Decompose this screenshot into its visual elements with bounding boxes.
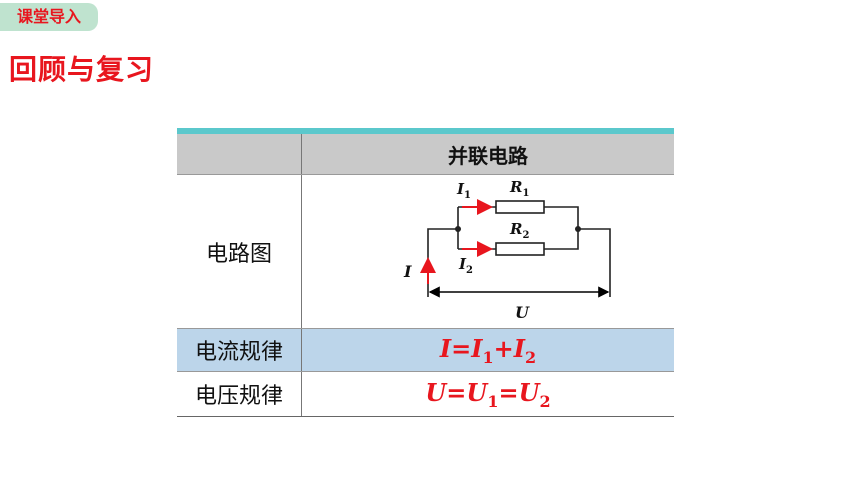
label-total-i: I [403, 262, 412, 281]
label-i1: I1 [456, 180, 471, 201]
section-tag: 课堂导入 [0, 3, 98, 31]
label-r2: R2 [509, 220, 529, 241]
current-law-cell: I=I1+I2 [302, 329, 674, 371]
wire-left-lead [427, 227, 458, 297]
header-empty-cell [177, 134, 302, 174]
resistor-r1 [495, 199, 545, 214]
table-row: 电压规律 U=U1=U2 [177, 371, 674, 417]
right-node [575, 225, 581, 232]
row-label: 电流规律 [177, 329, 302, 371]
row-label: 电压规律 [177, 372, 302, 416]
label-r1: R1 [509, 178, 529, 199]
circuit-diagram-cell: I1 R1 R2 I2 I U [302, 175, 674, 328]
resistor-r2 [495, 241, 545, 256]
wire-right-junction [544, 205, 579, 250]
current-law-formula: I=I1+I2 [439, 333, 537, 367]
table-header-row: 并联电路 [177, 134, 674, 174]
row-label: 电路图 [177, 175, 302, 328]
label-i2: I2 [458, 255, 473, 276]
table-row: 电路图 [177, 174, 674, 328]
voltage-law-cell: U=U1=U2 [302, 372, 674, 416]
column-header: 并联电路 [448, 143, 528, 168]
parallel-circuit-diagram: I1 R1 R2 I2 I U [403, 178, 611, 322]
table-row: 电流规律 I=I1+I2 [177, 328, 674, 371]
left-node [455, 225, 461, 232]
wire-right-lead [578, 227, 611, 297]
page-title: 回顾与复习 [9, 53, 155, 86]
comparison-table: 并联电路 电路图 [177, 128, 674, 417]
table-top-bar [177, 128, 674, 134]
label-voltage: U [515, 303, 530, 322]
voltage-law-formula: U=U1=U2 [425, 377, 551, 411]
